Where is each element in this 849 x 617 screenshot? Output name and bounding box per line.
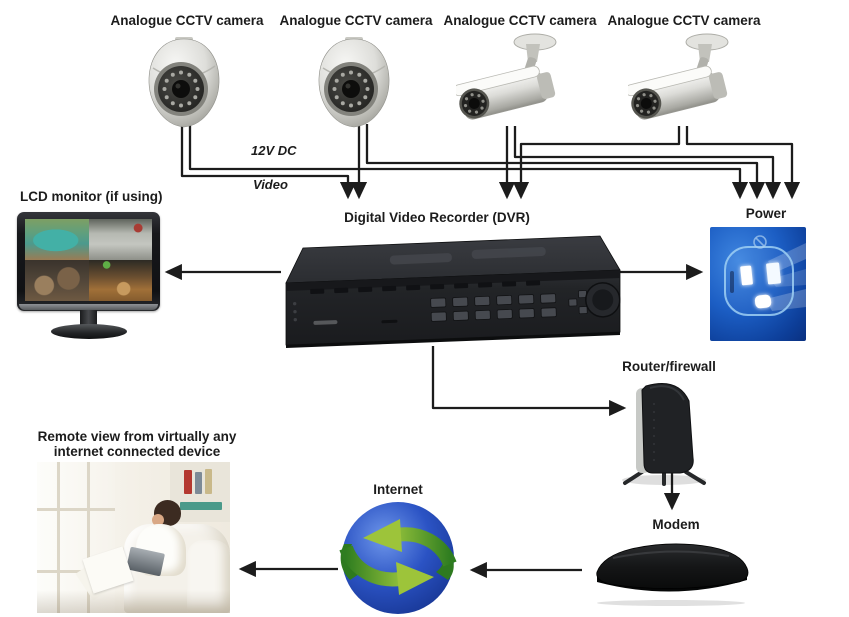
remote-view-label: Remote view from virtually any internet …	[36, 429, 238, 459]
arrow-dvr-to-router	[431, 346, 627, 417]
modem-label: Modem	[652, 517, 700, 532]
power-outlet-face	[724, 235, 806, 316]
shelf-items	[180, 502, 222, 510]
remote-view-photo	[37, 462, 230, 613]
power-wire-label: 12V DC	[251, 143, 297, 158]
bullet-camera-4-icon	[628, 33, 729, 120]
wire-camera4-video	[512, 126, 681, 200]
dvr-label: Digital Video Recorder (DVR)	[344, 210, 530, 225]
dome-camera-1-icon	[148, 37, 220, 128]
bullet-camera-3-icon	[456, 33, 557, 120]
monitor-base	[51, 324, 127, 339]
dvr-image	[285, 235, 621, 348]
book-spine	[195, 472, 202, 494]
video-wire-label: Video	[253, 177, 288, 192]
wire-camera1-power	[188, 124, 749, 200]
wire-camera4-power	[685, 126, 801, 200]
camera3-label: Analogue CCTV camera	[443, 13, 597, 28]
book-spine	[184, 470, 192, 494]
monitor-label: LCD monitor (if using)	[20, 189, 163, 204]
remote-view-label-line1: Remote view from virtually any	[37, 429, 237, 444]
remote-view-label-line2: internet connected device	[53, 444, 221, 459]
dome-camera-2-icon	[318, 37, 390, 128]
window-frame	[57, 462, 60, 613]
modem-image	[596, 543, 749, 606]
monitor-neck	[80, 310, 97, 327]
wire-camera1-video	[180, 124, 357, 200]
camera1-label: Analogue CCTV camera	[110, 13, 264, 28]
camera4-label: Analogue CCTV camera	[607, 13, 761, 28]
cctv-feed-pool	[25, 219, 89, 260]
monitor-chin	[19, 304, 158, 310]
person-face	[152, 514, 164, 526]
window-frame	[37, 570, 115, 573]
floor-shadow	[37, 590, 230, 613]
router-label: Router/firewall	[622, 359, 716, 374]
monitor-screen-quad-view	[25, 219, 152, 301]
power-label: Power	[745, 206, 787, 221]
internet-label: Internet	[373, 482, 423, 497]
power-outlet-image	[710, 227, 806, 341]
internet-globe-icon	[339, 502, 457, 614]
armchair-armrest	[187, 540, 230, 613]
window-frame	[37, 508, 115, 511]
cctv-feed-warehouse	[88, 260, 152, 301]
wire-camera2-power	[365, 124, 766, 200]
wire-camera3-power	[513, 126, 782, 200]
cctv-feed-outdoor	[88, 219, 152, 260]
router-image	[622, 383, 706, 486]
book-spine	[205, 469, 212, 494]
lcd-monitor-image	[17, 212, 160, 346]
window-frame	[87, 462, 90, 613]
cctv-feed-indoor	[25, 260, 89, 301]
camera2-label: Analogue CCTV camera	[279, 13, 433, 28]
